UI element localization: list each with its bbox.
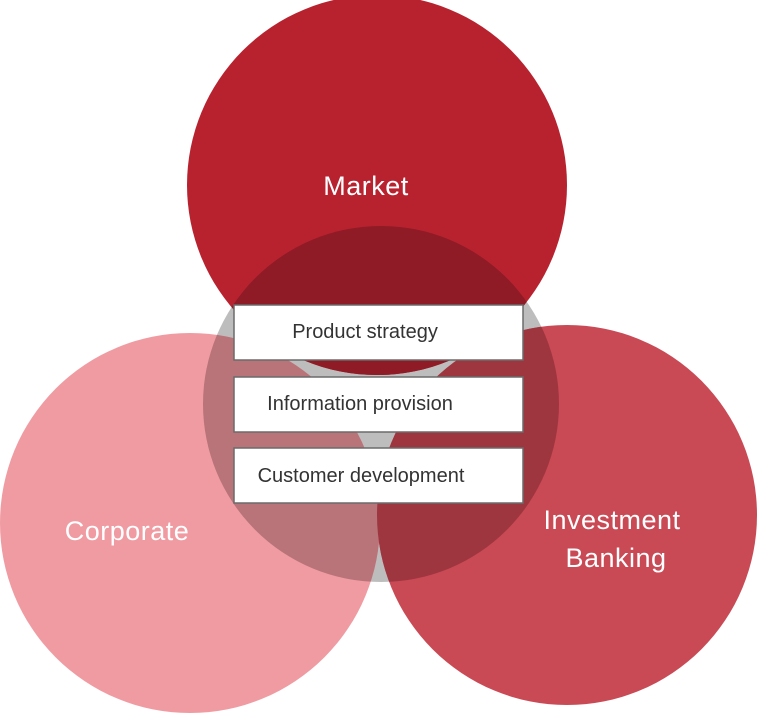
box-label-information-provision: Information provision [267,393,453,415]
investment-banking-label-line1: Investment [543,505,680,535]
box-product-strategy: Product strategy [233,304,524,361]
market-label: Market [323,171,409,201]
corporate-label: Corporate [65,516,190,546]
box-information-provision: Information provision [233,376,524,433]
box-label-customer-development: Customer development [258,465,465,487]
box-label-product-strategy: Product strategy [292,321,438,343]
investment-banking-label-line2: Banking [565,543,666,573]
box-customer-development: Customer development [233,447,524,504]
